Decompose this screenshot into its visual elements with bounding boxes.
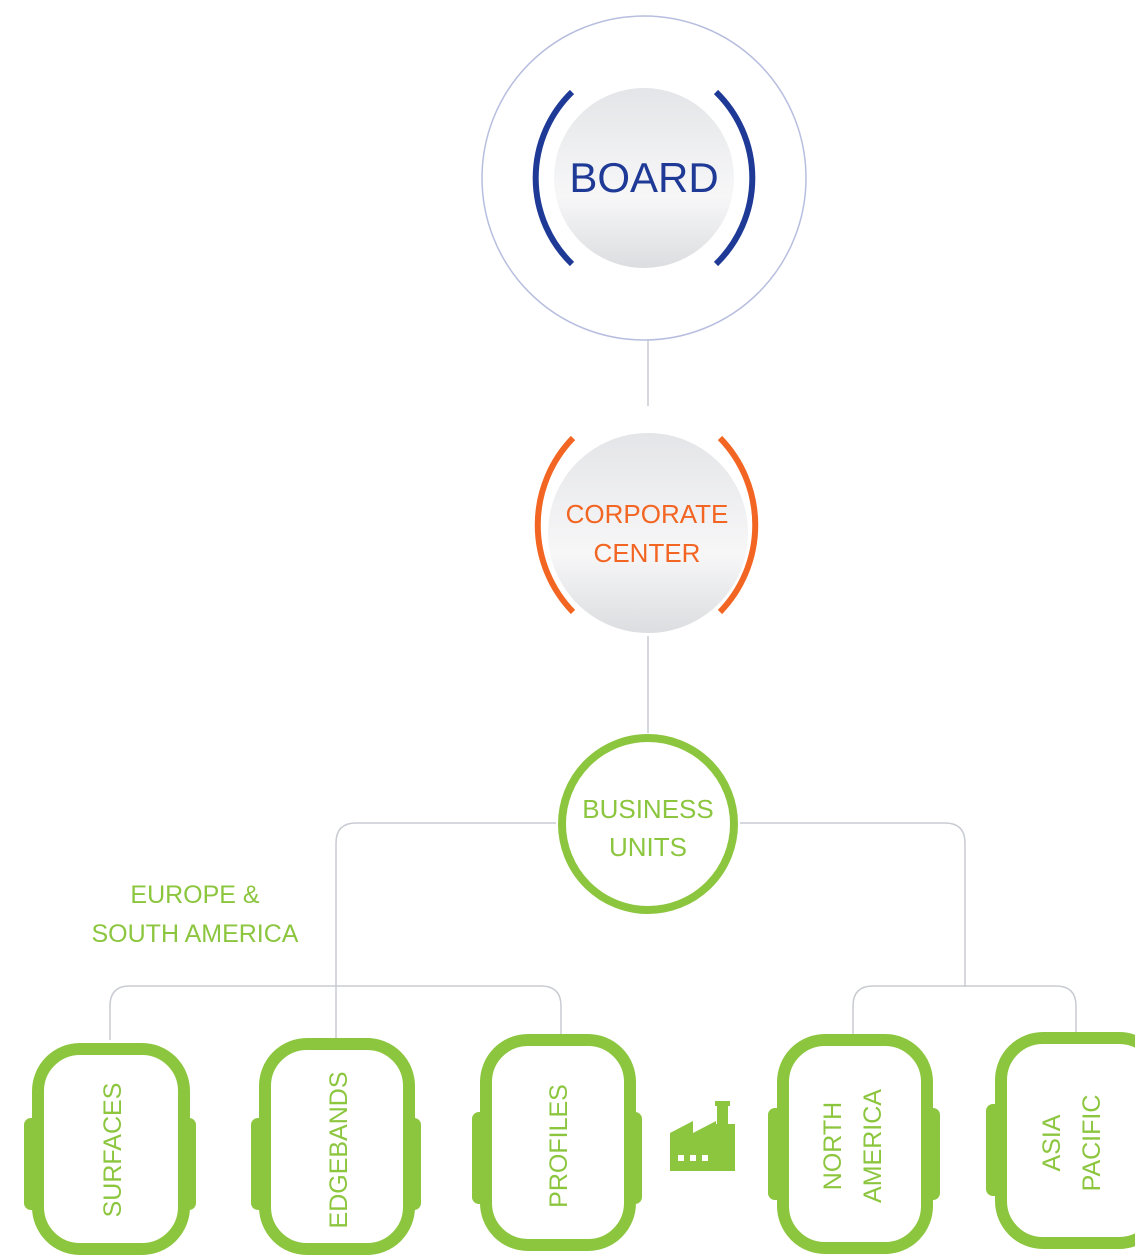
- business-units-label-line1: BUSINESS: [582, 794, 714, 824]
- unit-surfaces: SURFACES: [24, 1043, 196, 1255]
- board-label: BOARD: [569, 154, 718, 201]
- corporate-label-line2: CENTER: [594, 538, 701, 568]
- factory-icon: [670, 1101, 735, 1171]
- board-bracket-right: [713, 89, 756, 267]
- unit-asia-pacific-capsule: [995, 1032, 1135, 1249]
- unit-asia-pacific: ASIA PACIFIC: [986, 1032, 1135, 1249]
- unit-north-america-capsule: [777, 1034, 933, 1254]
- unit-asia-pacific-label-line2: PACIFIC: [1078, 1095, 1106, 1192]
- corporate-bracket-left: [534, 435, 576, 615]
- unit-surfaces-label: SURFACES: [99, 1083, 127, 1218]
- unit-profiles-capsule: [480, 1034, 636, 1251]
- region-label-line1: EUROPE &: [130, 881, 260, 909]
- corporate-disc: [548, 433, 748, 633]
- unit-north-america: NORTH AMERICA: [768, 1034, 940, 1254]
- unit-north-america-label-line2: AMERICA: [859, 1089, 887, 1203]
- board-node: BOARD: [481, 15, 807, 341]
- unit-asia-pacific-label-line1: ASIA: [1038, 1114, 1066, 1171]
- unit-edgebands-label: EDGEBANDS: [325, 1072, 353, 1229]
- board-disc: [554, 88, 734, 268]
- business-units-circle: [558, 734, 738, 914]
- business-units-node: BUSINESS UNITS: [558, 734, 738, 914]
- connector-intl-bracket: [852, 985, 1077, 1035]
- corporate-bracket-right: [717, 435, 759, 615]
- connector-business-intl: [740, 822, 966, 987]
- unit-profiles-label: PROFILES: [545, 1084, 573, 1208]
- corporate-center-node: CORPORATE CENTER: [534, 433, 759, 633]
- unit-edgebands-capsule: [259, 1038, 415, 1255]
- connector-europe-bracket: [109, 985, 562, 1040]
- unit-profiles: PROFILES: [472, 1034, 642, 1251]
- unit-edgebands: EDGEBANDS: [251, 1038, 421, 1255]
- corporate-label-line1: CORPORATE: [566, 499, 729, 529]
- unit-surfaces-capsule: [32, 1043, 190, 1255]
- region-label-line2: SOUTH AMERICA: [92, 920, 299, 948]
- business-units-label-line2: UNITS: [609, 832, 687, 862]
- region-label: EUROPE & SOUTH AMERICA: [92, 881, 299, 948]
- board-bracket-left: [532, 89, 575, 267]
- connector-business-europe: [335, 822, 556, 1040]
- unit-north-america-label-line1: NORTH: [819, 1102, 847, 1190]
- connectors: [109, 290, 1077, 1040]
